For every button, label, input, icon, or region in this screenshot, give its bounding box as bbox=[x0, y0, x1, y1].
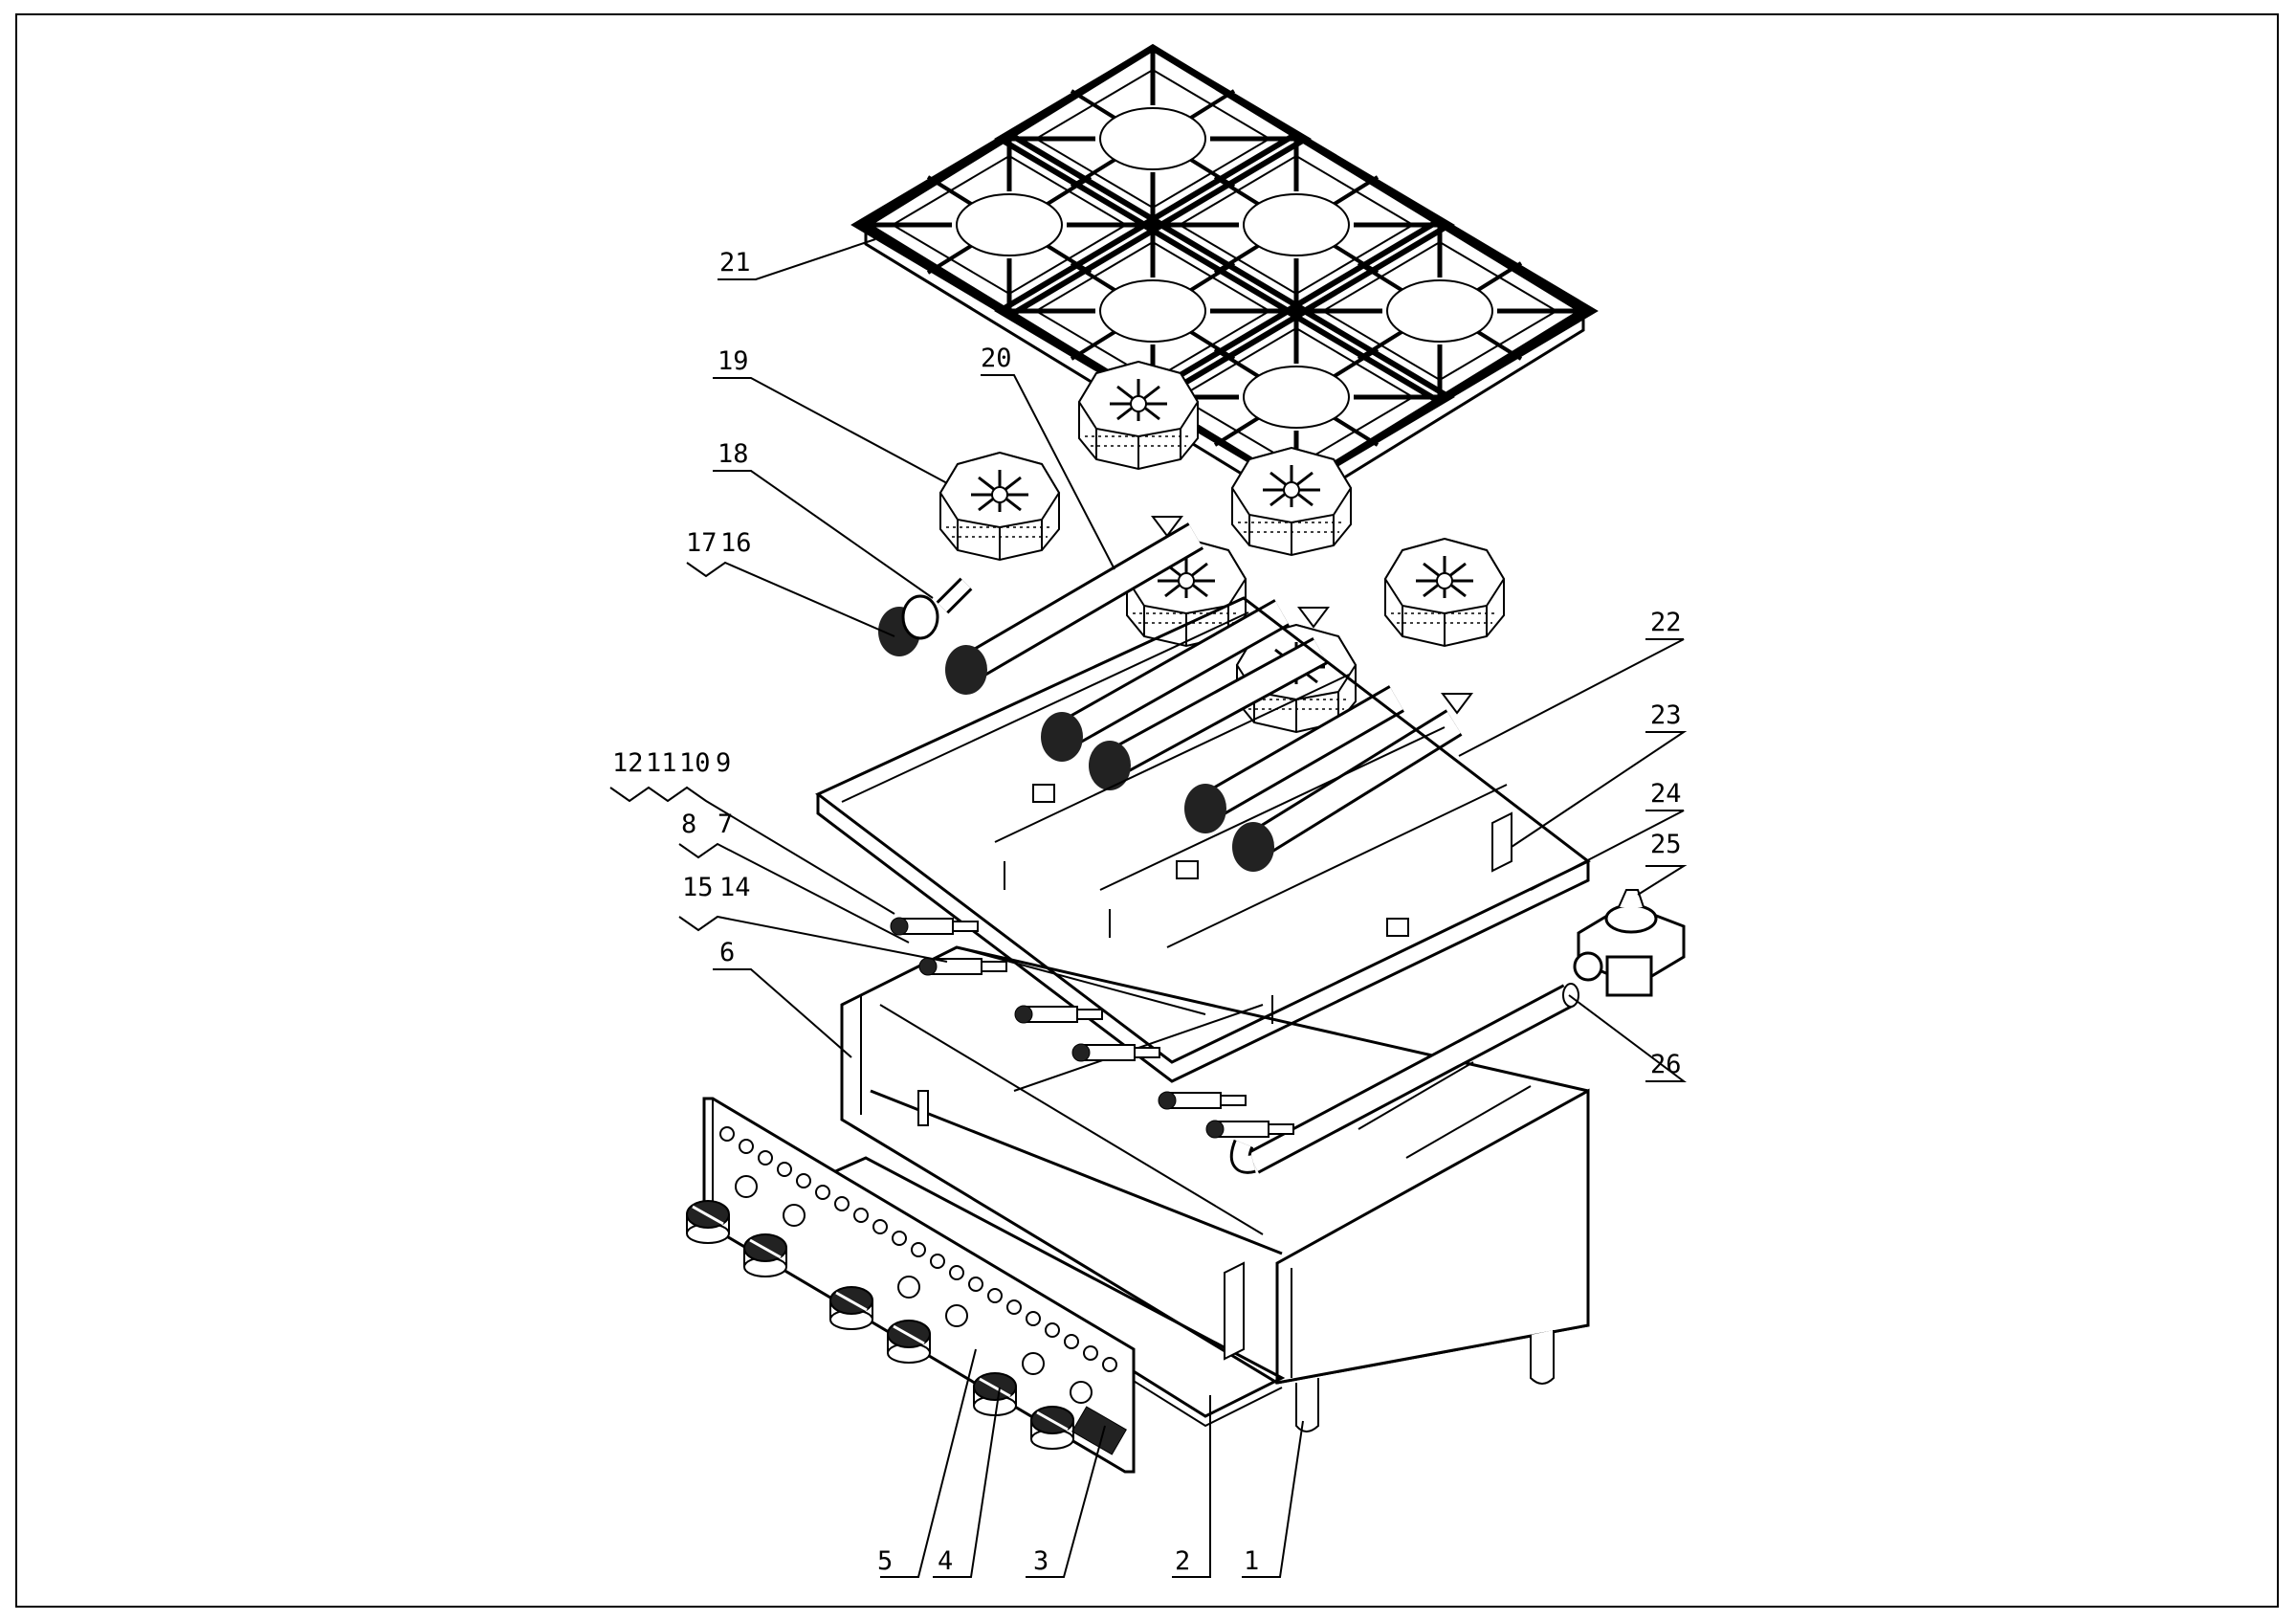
label-3: 3 bbox=[1033, 1546, 1049, 1576]
pressure-regulator bbox=[1573, 889, 1686, 997]
label-6: 6 bbox=[719, 938, 735, 967]
control-panel bbox=[702, 1097, 1136, 1474]
label-7: 7 bbox=[718, 810, 733, 839]
label-21: 21 bbox=[719, 248, 751, 278]
label-4: 4 bbox=[938, 1546, 953, 1576]
label-22: 22 bbox=[1650, 608, 1682, 637]
label-1: 1 bbox=[1244, 1546, 1259, 1576]
label-12: 12 bbox=[612, 748, 644, 778]
callout-leaders bbox=[609, 238, 1688, 1578]
legs bbox=[1295, 1330, 1555, 1432]
label-9: 9 bbox=[716, 748, 731, 778]
label-14: 14 bbox=[719, 873, 751, 902]
label-20: 20 bbox=[981, 344, 1012, 373]
label-5: 5 bbox=[877, 1546, 893, 1576]
label-25: 25 bbox=[1650, 830, 1682, 859]
callout-labels: 21 19 18 17 16 20 22 23 24 25 26 12 11 1… bbox=[612, 248, 1682, 1576]
label-24: 24 bbox=[1650, 779, 1682, 809]
venturi-tubes bbox=[878, 516, 1473, 872]
drawing-frame bbox=[15, 13, 2279, 1608]
label-11: 11 bbox=[646, 748, 677, 778]
label-23: 23 bbox=[1650, 700, 1682, 730]
label-8: 8 bbox=[681, 810, 696, 839]
label-10: 10 bbox=[679, 748, 711, 778]
label-26: 26 bbox=[1650, 1050, 1682, 1079]
label-15: 15 bbox=[682, 873, 714, 902]
label-2: 2 bbox=[1175, 1546, 1190, 1576]
top-grates bbox=[856, 43, 1593, 509]
label-19: 19 bbox=[718, 346, 749, 376]
gas-manifold bbox=[1229, 983, 1579, 1174]
label-16: 16 bbox=[720, 528, 752, 558]
label-18: 18 bbox=[718, 439, 749, 469]
main-body bbox=[840, 945, 1590, 1385]
label-17: 17 bbox=[686, 528, 718, 558]
